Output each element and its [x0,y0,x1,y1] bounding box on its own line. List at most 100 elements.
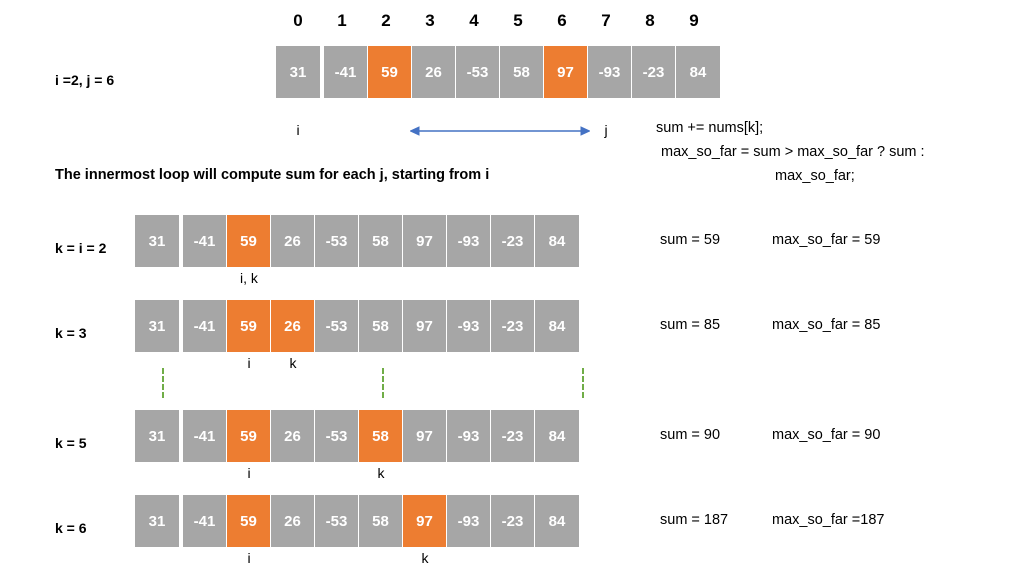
array-cell: -53 [315,215,359,267]
dashed-separator [382,368,384,398]
sum-value-2: sum = 90 [660,427,721,443]
array-cell: 31 [135,410,179,462]
array-cell: 84 [535,215,579,267]
index-label: 8 [645,11,655,30]
pointer-marker: i [247,465,251,481]
dashed-separator [162,368,164,398]
array-cell: 58 [359,495,403,547]
index-label: 0 [293,11,303,30]
code-line-1: sum += nums[k]; [656,120,764,136]
code-line-3: max_so_far; [775,168,855,184]
array-cell: -41 [183,300,227,352]
array-cell: -41 [183,215,227,267]
array-cell: 84 [535,410,579,462]
step-label-2: k = 5 [55,435,87,451]
array-cell: 59 [227,410,271,462]
array-cell: 31 [276,46,320,98]
array-cell: -41 [183,495,227,547]
array-cell: 26 [271,410,315,462]
array-cell: -93 [447,300,491,352]
code-line-2: max_so_far = sum > max_so_far ? sum : [661,144,925,160]
array-cell: 26 [271,215,315,267]
array-cell: -93 [447,410,491,462]
index-label: 5 [513,11,523,30]
step-label-3: k = 6 [55,520,87,536]
array-cell: 31 [135,495,179,547]
array-cell: 31 [135,300,179,352]
array-cell: -53 [315,300,359,352]
array-cell: 58 [359,215,403,267]
array-cell: -53 [315,410,359,462]
array-cell: -23 [491,410,535,462]
index-label: 7 [601,11,611,30]
max-so-far-value-3: max_so_far =187 [772,512,885,528]
array-cell: -53 [315,495,359,547]
index-label: 6 [557,11,567,30]
sum-value-1: sum = 85 [660,317,721,333]
caption-text: The innermost loop will compute sum for … [55,167,490,183]
pointer-marker-j-top: j [604,122,608,138]
array-cell: 84 [535,300,579,352]
array-cell: -93 [447,495,491,547]
array-cell: -53 [456,46,500,98]
ellipsis-dashed-separators [0,368,700,402]
pointer-marker: k [377,465,385,481]
array-cell: 84 [676,46,720,98]
array-cell: 97 [403,410,447,462]
array-cell: -93 [447,215,491,267]
array-cell: 58 [359,410,403,462]
dashed-separator [582,368,584,398]
top-row-label: i =2, j = 6 [55,72,115,88]
array-cell: 26 [271,300,315,352]
array-cell: -23 [491,215,535,267]
array-cell: 59 [227,495,271,547]
index-label: 3 [425,11,435,30]
array-cell: 26 [412,46,456,98]
pointer-marker: k [289,355,297,371]
pointer-marker-i-top: i [296,122,300,138]
index-header-row: 0 1 2 3 4 5 6 7 8 9 [276,8,716,34]
array-cell: -23 [491,300,535,352]
max-so-far-value-0: max_so_far = 59 [772,232,881,248]
array-cell: 97 [403,300,447,352]
array-cell: 58 [359,300,403,352]
max-so-far-value-1: max_so_far = 85 [772,317,881,333]
max-so-far-value-2: max_so_far = 90 [772,427,881,443]
pointer-marker: i, k [240,270,258,286]
array-cell: 84 [535,495,579,547]
array-cell: 97 [403,495,447,547]
array-cell: 59 [368,46,412,98]
array-cell: -93 [588,46,632,98]
array-cell: 31 [135,215,179,267]
array-cell: -23 [632,46,676,98]
array-cell: 58 [500,46,544,98]
step-label-1: k = 3 [55,325,87,341]
array-cell: 59 [227,300,271,352]
pointer-marker: k [421,550,429,566]
index-label: 4 [469,11,479,30]
pointer-marker: i [247,550,251,566]
step-label-0: k = i = 2 [55,240,107,256]
array-cell: 59 [227,215,271,267]
pointer-marker: i [247,355,251,371]
array-cell: -41 [183,410,227,462]
double-headed-arrow-icon [409,122,591,140]
array-cell: -41 [324,46,368,98]
index-label: 1 [337,11,347,30]
array-cell: -23 [491,495,535,547]
index-label: 2 [381,11,391,30]
array-cell: 26 [271,495,315,547]
pointer-markers-step-0: i, k [135,270,583,290]
sum-value-0: sum = 59 [660,232,721,248]
index-label: 9 [689,11,699,30]
sum-value-3: sum = 187 [660,512,729,528]
array-cell: 97 [403,215,447,267]
